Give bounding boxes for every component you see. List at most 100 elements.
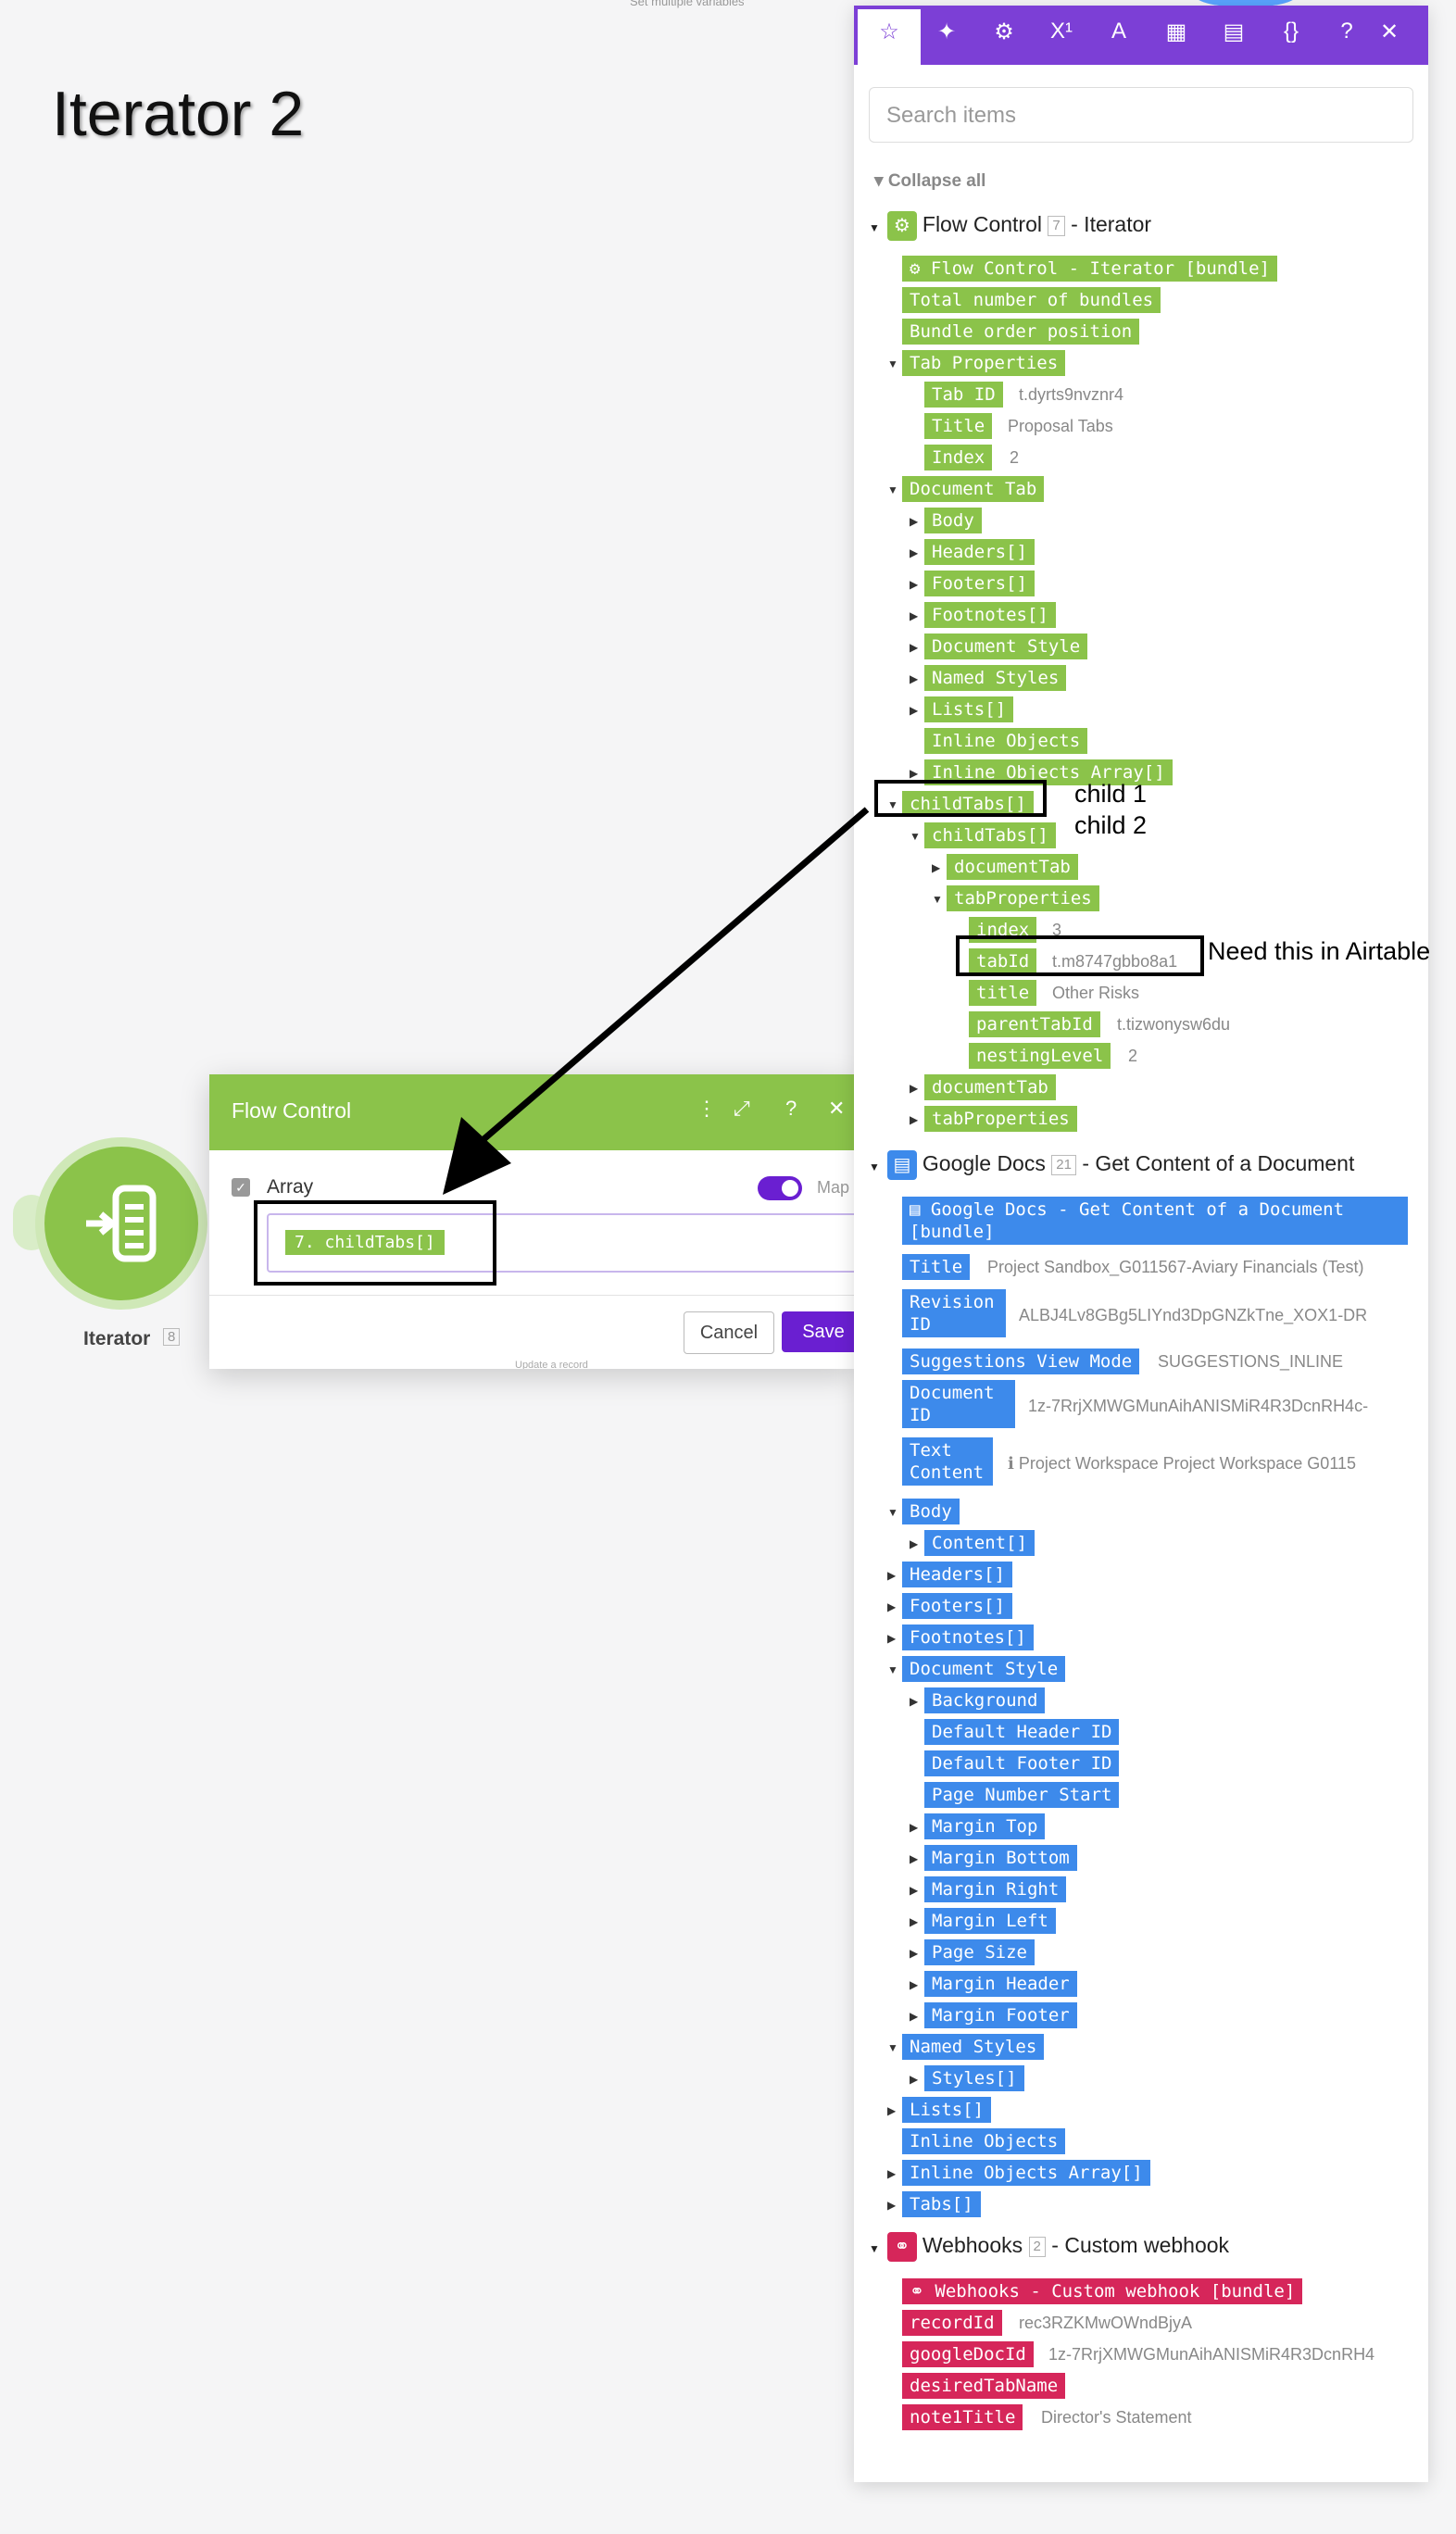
chevron-down-icon[interactable]: ▼	[887, 798, 898, 811]
token-margin-bottom[interactable]: Margin Bottom	[924, 1845, 1077, 1871]
chevron-right-icon[interactable]: ▶	[910, 2010, 919, 2023]
canvas-node-blue[interactable]	[1195, 0, 1297, 7]
token-text-content[interactable]: Text Content	[902, 1437, 993, 1486]
token-gdocs-title[interactable]: Title	[902, 1254, 971, 1280]
token-page-size[interactable]: Page Size	[924, 1939, 1035, 1965]
token-footnotes[interactable]: Footnotes[]	[924, 602, 1056, 628]
token-default-header-id[interactable]: Default Header ID	[924, 1719, 1120, 1745]
section-google-docs[interactable]: ▼▤Google Docs 21 - Get Content of a Docu…	[869, 1150, 1354, 1180]
token-margin-left[interactable]: Margin Left	[924, 1908, 1056, 1934]
chevron-right-icon[interactable]: ▶	[910, 609, 919, 622]
token-revision-id[interactable]: Revision ID	[902, 1289, 1006, 1337]
token-child-nesting-level[interactable]: nestingLevel	[969, 1043, 1111, 1069]
section-flow-control[interactable]: ▼⚙Flow Control 7 - Iterator	[869, 211, 1151, 241]
token-default-footer-id[interactable]: Default Footer ID	[924, 1750, 1120, 1776]
token-margin-top[interactable]: Margin Top	[924, 1813, 1046, 1839]
braces-icon[interactable]: {}	[1283, 19, 1299, 44]
token-footers[interactable]: Footers[]	[924, 571, 1035, 596]
chevron-right-icon[interactable]: ▶	[887, 1569, 897, 1582]
collapse-field-icon[interactable]: ✓	[232, 1178, 250, 1197]
sparkle-icon[interactable]: ✦	[936, 19, 957, 44]
token-tab-properties[interactable]: Tab Properties	[902, 350, 1066, 376]
token-index[interactable]: Index	[924, 445, 993, 470]
token-gdocs-tabs[interactable]: Tabs[]	[902, 2191, 981, 2217]
map-toggle[interactable]	[758, 1176, 802, 1200]
chevron-right-icon[interactable]: ▶	[887, 2199, 897, 2212]
chevron-right-icon[interactable]: ▶	[910, 1884, 919, 1897]
token-page-number-start[interactable]: Page Number Start	[924, 1782, 1120, 1808]
token-bundle-position[interactable]: Bundle order position	[902, 319, 1140, 345]
chevron-down-icon[interactable]: ▼	[887, 1663, 898, 1676]
chevron-right-icon[interactable]: ▶	[910, 1852, 919, 1865]
chevron-right-icon[interactable]: ▶	[910, 1915, 919, 1928]
expand-icon[interactable]: ⤢	[734, 1097, 750, 1120]
token-record-id[interactable]: recordId	[902, 2310, 1002, 2336]
chevron-right-icon[interactable]: ▶	[910, 767, 919, 780]
search-input[interactable]: Search items	[869, 87, 1413, 143]
chevron-right-icon[interactable]: ▶	[887, 2167, 897, 2180]
token-gdocs-inline-objects-array[interactable]: Inline Objects Array[]	[902, 2160, 1150, 2186]
help-icon[interactable]: ?	[785, 1097, 797, 1120]
token-document-tab-2[interactable]: documentTab	[924, 1074, 1056, 1100]
array-value-pill[interactable]: 7. childTabs[]	[285, 1230, 445, 1255]
chevron-down-icon[interactable]: ▼	[887, 2041, 898, 2054]
token-document-id[interactable]: Document ID	[902, 1380, 1015, 1428]
token-child-document-tab[interactable]: documentTab	[947, 854, 1078, 880]
token-gdocs-named-styles[interactable]: Named Styles	[902, 2034, 1045, 2060]
chevron-right-icon[interactable]: ▶	[932, 861, 941, 874]
chevron-right-icon[interactable]: ▶	[887, 1632, 897, 1645]
token-inline-objects-array[interactable]: Inline Objects Array[]	[924, 759, 1173, 785]
token-named-styles[interactable]: Named Styles	[924, 665, 1067, 691]
token-gdocs-bundle[interactable]: ▤ Google Docs - Get Content of a Documen…	[902, 1197, 1408, 1245]
token-background[interactable]: Background	[924, 1687, 1046, 1713]
chevron-right-icon[interactable]: ▶	[910, 1978, 919, 1991]
token-gdocs-lists[interactable]: Lists[]	[902, 2097, 992, 2123]
token-gdocs-inline-objects[interactable]: Inline Objects	[902, 2128, 1066, 2154]
token-tab-properties-2[interactable]: tabProperties	[924, 1106, 1077, 1132]
token-suggestions-view-mode[interactable]: Suggestions View Mode	[902, 1349, 1140, 1374]
token-margin-footer[interactable]: Margin Footer	[924, 2002, 1077, 2028]
chevron-right-icon[interactable]: ▶	[887, 2104, 897, 2117]
save-button[interactable]: Save	[782, 1311, 854, 1352]
chevron-right-icon[interactable]: ▶	[910, 672, 919, 685]
chevron-right-icon[interactable]: ▶	[910, 1082, 919, 1095]
token-total-bundles[interactable]: Total number of bundles	[902, 287, 1161, 313]
chevron-down-icon[interactable]: ▼	[887, 1506, 898, 1519]
close-icon[interactable]: ✕	[1379, 19, 1400, 44]
calendar-icon[interactable]: ▦	[1165, 19, 1187, 44]
token-gdocs-footnotes[interactable]: Footnotes[]	[902, 1625, 1034, 1650]
chevron-right-icon[interactable]: ▶	[910, 1113, 919, 1126]
token-document-style[interactable]: Document Style	[924, 634, 1088, 659]
chevron-right-icon[interactable]: ▶	[887, 1600, 897, 1613]
chevron-right-icon[interactable]: ▶	[910, 2073, 919, 2086]
star-icon[interactable]: ☆	[879, 19, 899, 44]
token-body[interactable]: Body	[924, 508, 982, 533]
token-child-title[interactable]: title	[969, 980, 1037, 1006]
chevron-right-icon[interactable]: ▶	[910, 546, 919, 559]
token-gdocs-headers[interactable]: Headers[]	[902, 1562, 1012, 1587]
chevron-right-icon[interactable]: ▶	[910, 515, 919, 528]
chevron-right-icon[interactable]: ▶	[910, 1537, 919, 1550]
token-google-doc-id[interactable]: googleDocId	[902, 2341, 1034, 2367]
token-gdocs-footers[interactable]: Footers[]	[902, 1593, 1012, 1619]
section-webhooks[interactable]: ▼⚭Webhooks 2 - Custom webhook	[869, 2232, 1229, 2262]
token-gdocs-document-style[interactable]: Document Style	[902, 1656, 1066, 1682]
chevron-right-icon[interactable]: ▶	[910, 704, 919, 717]
chevron-right-icon[interactable]: ▶	[910, 578, 919, 591]
token-child-tabs-2[interactable]: childTabs[]	[924, 822, 1056, 848]
token-child-parent-tab-id[interactable]: parentTabId	[969, 1011, 1100, 1037]
token-inline-objects[interactable]: Inline Objects	[924, 728, 1088, 754]
chevron-down-icon[interactable]: ▼	[887, 483, 898, 496]
token-title[interactable]: Title	[924, 413, 993, 439]
token-styles[interactable]: Styles[]	[924, 2065, 1024, 2091]
token-headers[interactable]: Headers[]	[924, 539, 1035, 565]
token-note1-title[interactable]: note1Title	[902, 2404, 1023, 2430]
token-child-tab-properties[interactable]: tabProperties	[947, 885, 1099, 911]
help-icon[interactable]: ?	[1340, 19, 1353, 44]
token-flow-bundle[interactable]: ⚙ Flow Control - Iterator [bundle]	[902, 256, 1277, 282]
superscript-icon[interactable]: X¹	[1050, 19, 1073, 44]
text-icon[interactable]: A	[1111, 19, 1126, 44]
token-gdocs-body[interactable]: Body	[902, 1499, 960, 1524]
chevron-right-icon[interactable]: ▶	[910, 1821, 919, 1834]
iterator-node[interactable]	[44, 1147, 198, 1300]
